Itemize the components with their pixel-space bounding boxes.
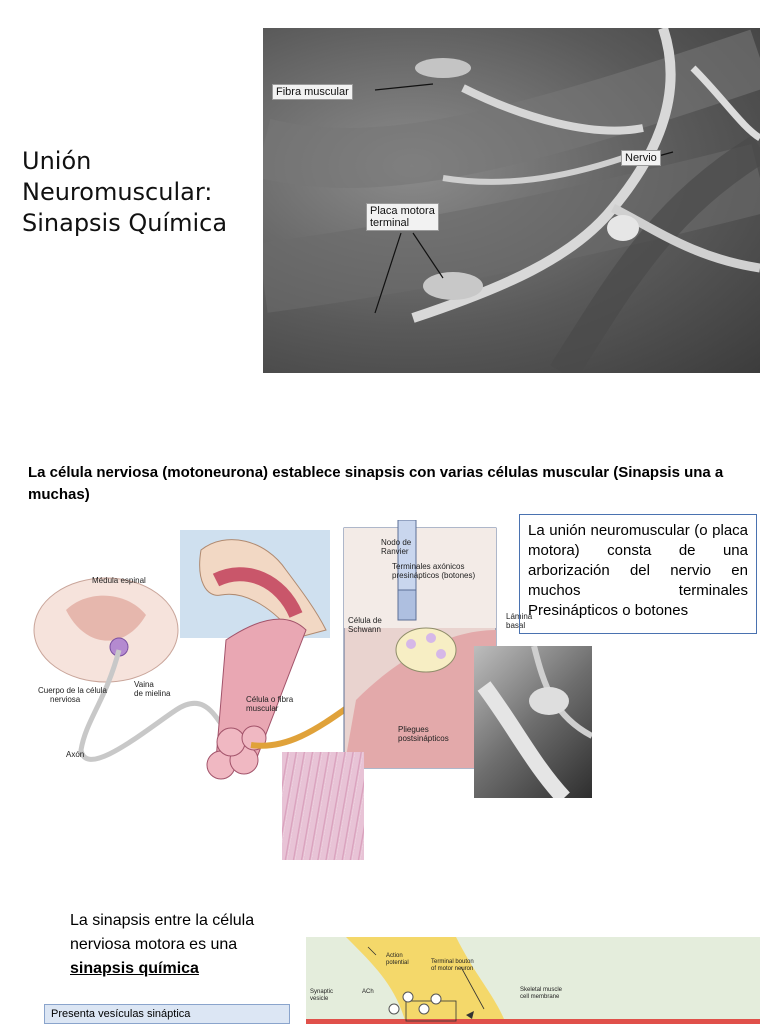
label-vaina: Vaina de mielina: [134, 680, 170, 698]
label-cuerpo-1: Cuerpo de la célula: [38, 686, 107, 695]
synapse-drawing: [306, 937, 760, 1024]
figure-drawing: [33, 519, 497, 780]
label-terminales: Terminales axónicos presinápticos (boton…: [392, 562, 475, 580]
label-action-2: potential: [386, 960, 409, 966]
info-textbox: La unión neuromuscular (o placa motora) …: [519, 514, 757, 634]
label-synaptic-1: Synaptic: [310, 989, 334, 995]
sem-micrograph-top: Fibra muscular Nervio Placa motora termi…: [263, 28, 760, 373]
label-ach: ACh: [362, 989, 374, 995]
label-skeletal-membrane: Skeletal muscle cell membrane: [520, 987, 562, 1001]
title-line-3: Sinapsis Química: [22, 209, 228, 237]
title-line-1: Unión: [22, 147, 92, 175]
sem-small-drawing: [477, 646, 592, 798]
label-vaina-2: de mielina: [134, 689, 171, 698]
label-placa-motora: Placa motora terminal: [366, 203, 439, 231]
label-synaptic-2: vesicle: [310, 996, 329, 1002]
paragraph-text: La sinapsis entre la célula nerviosa mot…: [70, 912, 255, 953]
title-line-2: Neuromuscular:: [22, 178, 213, 206]
label-terminales-1: Terminales axónicos: [392, 562, 465, 571]
label-terminales-2: presinápticos (botones): [392, 571, 476, 580]
label-skeletal-2: cell membrane: [520, 994, 560, 1000]
label-placa-line-2: terminal: [370, 217, 410, 229]
motor-neuron-figure: Médula espinal Cuerpo de la célula nervi…: [26, 519, 596, 860]
label-action-potential: Action potential: [386, 953, 409, 967]
label-nodo: Nodo de Ranvier: [381, 538, 411, 556]
vesicles-box: Presenta vesículas sináptica: [44, 1004, 290, 1024]
label-terminal-bouton: Terminal bouton of motor neuron: [431, 959, 474, 973]
label-nodo-2: Ranvier: [381, 547, 409, 556]
synapse-figure: Action potential Terminal bouton of moto…: [306, 937, 760, 1024]
label-cuerpo: Cuerpo de la célula nerviosa: [38, 686, 107, 704]
label-celula-fibra-1: Célula o fibra: [246, 695, 294, 704]
label-placa-line-1: Placa motora: [370, 205, 435, 217]
label-axon: Axón: [66, 750, 85, 759]
sem-micrograph-small: [474, 646, 592, 798]
section-heading: La célula nerviosa (motoneurona) estable…: [28, 464, 724, 503]
label-action-1: Action: [386, 953, 403, 959]
histology-image: [282, 752, 364, 860]
label-pliegues-1: Pliegues: [398, 725, 429, 734]
label-lamina-2: basal: [506, 621, 526, 630]
label-skeletal-1: Skeletal muscle: [520, 987, 563, 993]
chemical-synapse-paragraph: La sinapsis entre la célula nerviosa mot…: [70, 909, 300, 981]
label-fibra-muscular: Fibra muscular: [272, 84, 353, 100]
label-nodo-1: Nodo de: [381, 538, 412, 547]
label-celula-fibra: Célula o fibra muscular: [246, 695, 293, 713]
label-schwann-1: Célula de: [348, 616, 382, 625]
label-pliegues-2: postsinápticos: [398, 734, 449, 743]
label-cuerpo-2: nerviosa: [50, 695, 81, 704]
label-schwann-2: Schwann: [348, 625, 381, 634]
label-bouton-2: of motor neuron: [431, 966, 474, 972]
paragraph-bold: sinapsis química: [70, 960, 199, 977]
label-vaina-1: Vaina: [134, 680, 154, 689]
label-celula-fibra-2: muscular: [246, 704, 279, 713]
sem-drawing: [263, 28, 760, 373]
label-nervio: Nervio: [621, 150, 661, 166]
label-synaptic-vesicle: Synaptic vesicle: [310, 989, 333, 1003]
slide-title: Unión Neuromuscular: Sinapsis Química: [22, 146, 262, 239]
label-schwann: Célula de Schwann: [348, 616, 382, 634]
label-medula: Médula espinal: [92, 576, 146, 585]
label-bouton-1: Terminal bouton: [431, 959, 474, 965]
label-pliegues: Pliegues postsinápticos: [398, 725, 449, 743]
